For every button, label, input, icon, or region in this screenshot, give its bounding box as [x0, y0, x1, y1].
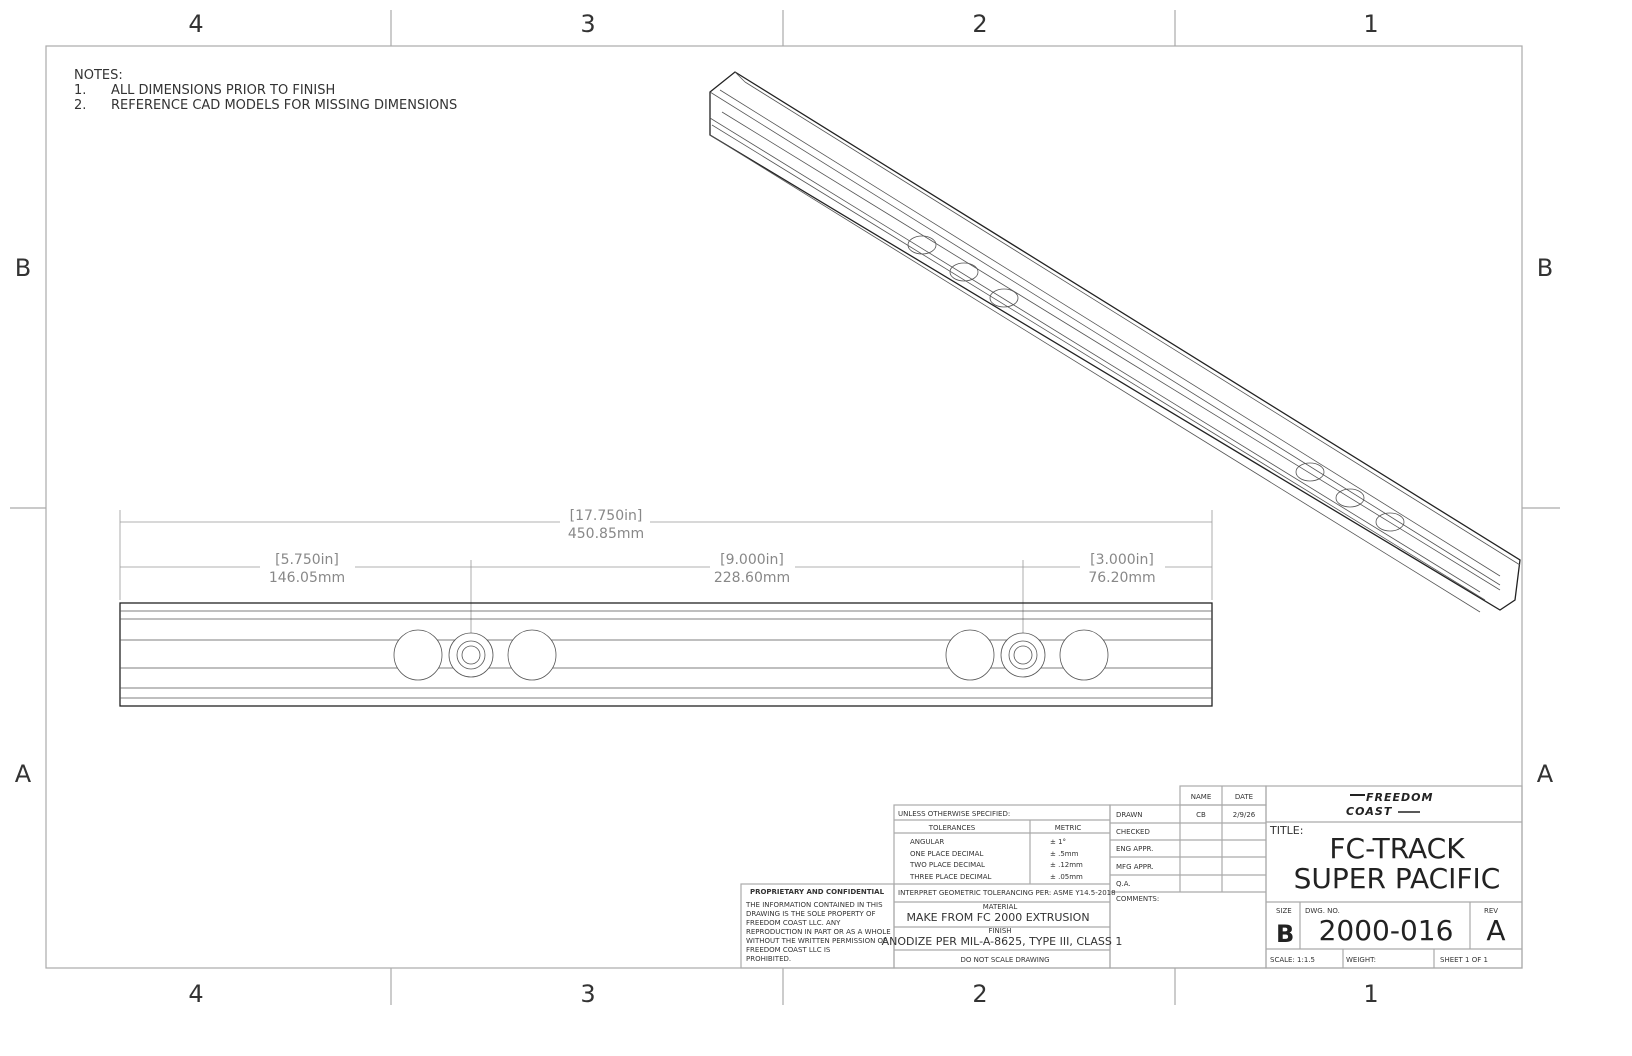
- zone-dividers: [10, 10, 1560, 1005]
- title-label: TITLE:: [1269, 824, 1303, 837]
- finish-value: ANODIZE PER MIL-A-8625, TYPE III, CLASS …: [882, 935, 1123, 948]
- svg-text:FREEDOM: FREEDOM: [1366, 791, 1433, 804]
- tolerance-value: ± .12mm: [1050, 861, 1083, 869]
- material-value: MAKE FROM FC 2000 EXTRUSION: [906, 911, 1089, 924]
- notes: NOTES: 1. ALL DIMENSIONS PRIOR TO FINISH…: [74, 68, 457, 113]
- tolerance-label: ONE PLACE DECIMAL: [910, 850, 983, 858]
- svg-text:COAST: COAST: [1346, 805, 1393, 818]
- svg-text:DRAWING IS THE SOLE PROPERTY O: DRAWING IS THE SOLE PROPERTY OF: [746, 910, 876, 918]
- middle-dimension-mm: 228.60mm: [714, 570, 790, 586]
- interpret-tolerancing: INTERPRET GEOMETRIC TOLERANCING PER: ASM…: [898, 889, 1116, 897]
- proprietary-heading: PROPRIETARY AND CONFIDENTIAL: [750, 888, 885, 896]
- zone-col-label: 4: [188, 980, 203, 1008]
- sheet-size: B: [1276, 920, 1294, 948]
- tolerance-value: ± 1°: [1050, 838, 1066, 846]
- drawing-number: 2000-016: [1319, 914, 1454, 947]
- dwg-no-label: DWG. NO.: [1305, 907, 1340, 915]
- title-block: PROPRIETARY AND CONFIDENTIAL THE INFORMA…: [740, 785, 1523, 969]
- date-header: DATE: [1235, 793, 1253, 801]
- note-text: REFERENCE CAD MODELS FOR MISSING DIMENSI…: [111, 98, 457, 113]
- right-dimension-in: [3.000in]: [1090, 552, 1154, 568]
- tolerances-header: TOLERANCES: [928, 824, 976, 832]
- approval-label: MFG APPR.: [1116, 863, 1154, 871]
- zone-col-label: 4: [188, 10, 203, 38]
- front-view: [119, 602, 1213, 707]
- isometric-view: [709, 71, 1521, 613]
- sheet-number: SHEET 1 OF 1: [1440, 956, 1488, 964]
- tolerance-label: ANGULAR: [910, 838, 944, 846]
- metric-header: METRIC: [1055, 824, 1082, 832]
- approval-label: ENG APPR.: [1116, 845, 1153, 853]
- tolerance-label: TWO PLACE DECIMAL: [909, 861, 985, 869]
- finish-label: FINISH: [988, 927, 1011, 935]
- tolerance-label: THREE PLACE DECIMAL: [909, 873, 992, 881]
- approval-date: 2/9/26: [1233, 811, 1256, 819]
- approval-name: CB: [1196, 811, 1206, 819]
- zone-row-label: A: [15, 760, 32, 788]
- approval-label: CHECKED: [1116, 828, 1150, 836]
- svg-text:FREEDOM COAST LLC. ANY: FREEDOM COAST LLC. ANY: [746, 919, 841, 927]
- note-text: ALL DIMENSIONS PRIOR TO FINISH: [111, 83, 335, 98]
- zone-col-label: 3: [580, 10, 595, 38]
- zone-col-label: 1: [1363, 980, 1378, 1008]
- svg-text:THE INFORMATION CONTAINED IN T: THE INFORMATION CONTAINED IN THIS: [745, 901, 883, 909]
- svg-text:FREEDOM COAST LLC IS: FREEDOM COAST LLC IS: [746, 946, 831, 954]
- zone-col-label: 1: [1363, 10, 1378, 38]
- overall-dimension-mm: 450.85mm: [568, 526, 644, 542]
- svg-text:PROHIBITED.: PROHIBITED.: [746, 955, 791, 963]
- proprietary-text: THE INFORMATION CONTAINED IN THIS DRAWIN…: [745, 901, 891, 963]
- right-dimension-mm: 76.20mm: [1088, 570, 1155, 586]
- overall-dimension-in: [17.750in]: [570, 508, 643, 524]
- note-number: 1.: [74, 83, 86, 98]
- zone-row-label: B: [15, 254, 31, 282]
- drawing-title-line2: SUPER PACIFIC: [1294, 862, 1501, 895]
- left-dimension-in: [5.750in]: [275, 552, 339, 568]
- zone-row-label: A: [1537, 760, 1554, 788]
- name-header: NAME: [1191, 793, 1212, 801]
- zone-col-label: 3: [580, 980, 595, 1008]
- comments-label: COMMENTS:: [1116, 895, 1159, 903]
- svg-text:WITHOUT THE WRITTEN PERMISSION: WITHOUT THE WRITTEN PERMISSION OF: [746, 937, 887, 945]
- zone-row-label: B: [1537, 254, 1553, 282]
- scale: SCALE: 1:1.5: [1270, 956, 1315, 964]
- svg-text:REPRODUCTION IN PART OR AS A W: REPRODUCTION IN PART OR AS A WHOLE: [746, 928, 891, 936]
- freedom-coast-logo: FREEDOM COAST: [1346, 791, 1433, 818]
- zone-col-label: 2: [972, 980, 987, 1008]
- material-label: MATERIAL: [983, 903, 1018, 911]
- zone-col-label: 2: [972, 10, 987, 38]
- zone-labels: 4 3 2 1 4 3 2 1 B B A A: [15, 10, 1554, 1008]
- notes-heading: NOTES:: [74, 68, 123, 83]
- drawing-title-line1: FC-TRACK: [1329, 832, 1465, 865]
- left-dimension-mm: 146.05mm: [269, 570, 345, 586]
- weight: WEIGHT:: [1346, 956, 1376, 964]
- unless-specified: UNLESS OTHERWISE SPECIFIED:: [898, 810, 1010, 818]
- approval-label: Q.A.: [1116, 880, 1131, 888]
- rev-label: REV: [1484, 907, 1498, 915]
- revision: A: [1486, 914, 1505, 947]
- size-label: SIZE: [1276, 907, 1292, 915]
- tolerance-value: ± .05mm: [1050, 873, 1083, 881]
- dimensions: [17.750in] 450.85mm [5.750in] 146.05mm […: [119, 508, 1213, 655]
- do-not-scale: DO NOT SCALE DRAWING: [960, 956, 1049, 964]
- note-number: 2.: [74, 98, 86, 113]
- approval-label: DRAWN: [1116, 811, 1143, 819]
- middle-dimension-in: [9.000in]: [720, 552, 784, 568]
- tolerance-value: ± .5mm: [1050, 850, 1079, 858]
